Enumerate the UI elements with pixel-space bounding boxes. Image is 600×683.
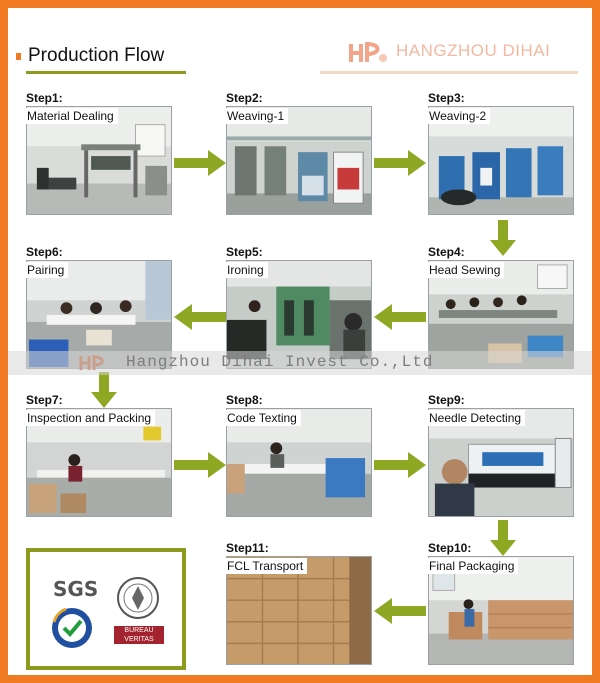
arrow-left-icon [374, 598, 426, 624]
arrow-right-icon [374, 452, 426, 478]
step-3-name: Weaving-2 [427, 108, 491, 124]
step-7-label: Step7: [26, 393, 63, 407]
brand-underline [320, 71, 578, 74]
bureau-text: BUREAU [124, 627, 154, 634]
step-4-label: Step4: [428, 245, 465, 259]
bureau-veritas-emblem-icon [117, 577, 159, 619]
step-9-name: Needle Detecting [427, 410, 526, 426]
arrow-right-icon [174, 150, 226, 176]
step-6-label: Step6: [26, 245, 63, 259]
step-11-photo [226, 556, 372, 665]
step-7-name: Inspection and Packing [25, 410, 156, 426]
arrow-down-icon [91, 372, 117, 408]
veritas-text: VERITAS [124, 636, 154, 643]
certifications-frame [26, 548, 186, 670]
step-2-photo [226, 106, 372, 215]
step-9-photo [428, 408, 574, 517]
certifications-frame-bottom [26, 666, 186, 670]
step-2-label: Step2: [226, 91, 263, 105]
step-6-name: Pairing [25, 262, 69, 278]
step-4-name: Head Sewing [427, 262, 505, 278]
step-10-photo [428, 556, 574, 665]
step-11-name: FCL Transport [225, 558, 308, 574]
step-3-label: Step3: [428, 91, 465, 105]
step-10-label: Step10: [428, 541, 472, 555]
watermark-text: Hangzhou Dihai Invest Co.,Ltd [126, 353, 434, 371]
certifications-frame-left [26, 548, 30, 670]
step-10-name: Final Packaging [427, 558, 519, 574]
arrow-down-icon [490, 520, 516, 556]
arrow-right-icon [174, 452, 226, 478]
bureau-veritas-logo: BUREAU VERITAS [114, 626, 164, 644]
step-8-label: Step8: [226, 393, 263, 407]
page-title: Production Flow [28, 45, 165, 66]
step-8-name: Code Texting [225, 410, 301, 426]
step-2-name: Weaving-1 [225, 108, 289, 124]
step-9-label: Step9: [428, 393, 465, 407]
step-11-label: Step11: [226, 541, 269, 555]
arrow-left-icon [374, 304, 426, 330]
watermark-logo-icon [79, 355, 104, 370]
title-underline [26, 71, 186, 74]
arrow-down-icon [490, 220, 516, 256]
sgs-logo: SGS [53, 577, 99, 601]
step-3-photo [428, 106, 574, 215]
watermark-band [8, 351, 592, 375]
dihai-logo-icon [349, 42, 387, 62]
step-1-name: Material Dealing [25, 108, 118, 124]
step-5-label: Step5: [226, 245, 263, 259]
arrow-right-icon [374, 150, 426, 176]
step-5-name: Ironing [225, 262, 268, 278]
arrow-left-icon [174, 304, 226, 330]
step-1-label: Step1: [26, 91, 63, 105]
certification-seal-icon [52, 607, 92, 648]
title-bullet [16, 53, 21, 60]
brand-name: HANGZHOU DIHAI [396, 41, 551, 60]
